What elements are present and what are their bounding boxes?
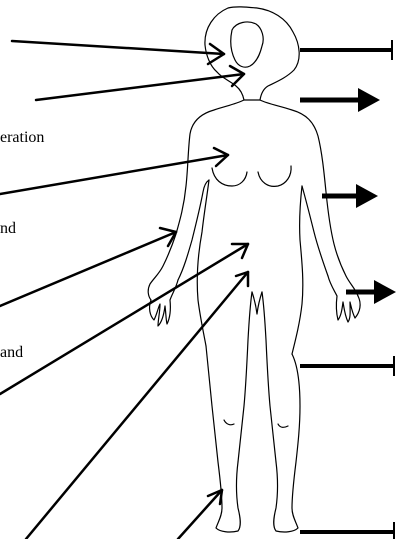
body-outline — [148, 7, 360, 532]
right-breast-outline — [258, 166, 291, 186]
arrow-arm — [0, 228, 176, 306]
line-right-5 — [300, 356, 394, 376]
arrow-abdomen — [0, 244, 248, 394]
line-right-6 — [300, 522, 394, 539]
left-arrows — [0, 41, 248, 539]
right-arrows — [300, 40, 396, 539]
right-hand-outline — [328, 276, 360, 322]
hip-right-outline — [292, 186, 303, 354]
right-leg-outer — [274, 354, 300, 532]
right-leg-inner — [262, 292, 276, 462]
arrow-right-2 — [300, 88, 380, 112]
left-breast-outline — [212, 168, 247, 186]
left-hand-outline — [150, 280, 178, 326]
left-leg-outer — [206, 346, 240, 532]
right-knee-mark — [278, 424, 288, 427]
left-label-1: eration — [0, 130, 44, 146]
arrow-foot — [178, 490, 222, 539]
left-label-3: and — [0, 345, 23, 361]
left-knee-mark — [224, 420, 234, 425]
arrow-right-4 — [346, 280, 396, 304]
arrow-chest — [0, 148, 228, 194]
left-label-2: nd — [0, 221, 16, 237]
arrow-right-3 — [322, 184, 378, 208]
arrow-hair — [12, 41, 224, 64]
line-right-1 — [300, 40, 392, 60]
arrow-face — [36, 66, 244, 100]
left-inner-arm — [178, 180, 209, 280]
left-leg-inner — [238, 292, 252, 462]
face-outline — [231, 22, 263, 67]
crotch-line — [252, 292, 262, 314]
right-inner-arm — [302, 186, 328, 276]
torso-left-outline — [148, 100, 244, 300]
